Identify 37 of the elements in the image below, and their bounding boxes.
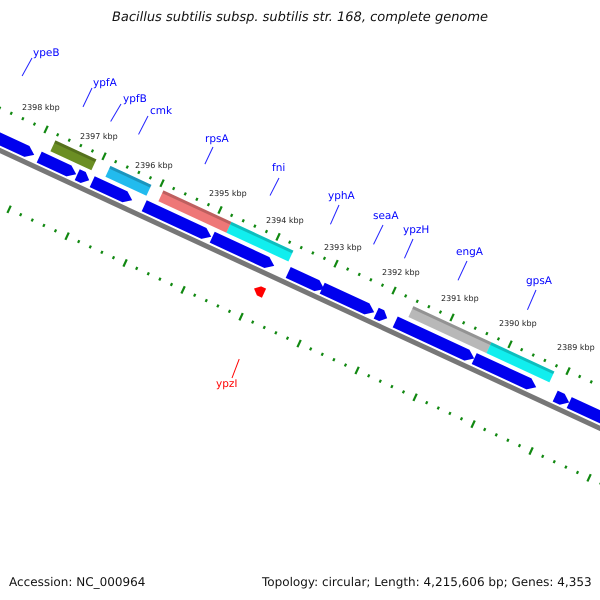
scale-label: 2396 kbp (135, 162, 173, 170)
leader-line (82, 88, 92, 108)
scale-label: 2390 kbp (499, 320, 537, 328)
gene-label: ypzH (403, 225, 430, 236)
footer-text: Accession: NC_000964 (9, 576, 146, 588)
gene-label: ypfA (93, 78, 117, 88)
scale-label: 2395 kbp (209, 190, 247, 198)
gene-label: ypeB (33, 48, 60, 58)
gene-label: ypfB (123, 94, 147, 104)
leader-line (138, 116, 148, 135)
gene-label: gpsA (526, 276, 552, 286)
title: Bacillus subtilis subsp. subtilis str. 168, complete genome (110, 11, 490, 24)
gene-label: rpsA (205, 134, 229, 144)
scale-label: 2394 kbp (266, 217, 304, 225)
scale-label: 2391 kbp (441, 295, 479, 303)
scale-label: 2398 kbp (22, 104, 60, 112)
gene-label: cmk (150, 106, 172, 116)
scale-label: 2393 kbp (324, 244, 362, 252)
scale-label: 2392 kbp (382, 269, 420, 277)
gene-label: yphA (328, 191, 355, 202)
leader-line (458, 260, 468, 281)
leader-line (232, 358, 240, 378)
leader-line (404, 238, 414, 259)
leader-line (204, 146, 214, 165)
scale-label: 2397 kbp (80, 133, 118, 141)
leader-line (270, 178, 280, 196)
gene-label: engA (456, 247, 483, 258)
gene-label: seaA (373, 211, 399, 222)
footer-text: Topology: circular; Length: 4,215,606 bp; Genes: 4,353 (262, 576, 592, 588)
leader-line (373, 224, 384, 245)
leader-line (22, 58, 32, 76)
leader-line (526, 290, 536, 310)
leader-line (330, 204, 340, 225)
scale-label: 2389 kbp (557, 344, 595, 352)
gene-label: fni (272, 163, 286, 174)
gene-label: ypzI (216, 379, 238, 390)
leader-line (110, 104, 122, 122)
